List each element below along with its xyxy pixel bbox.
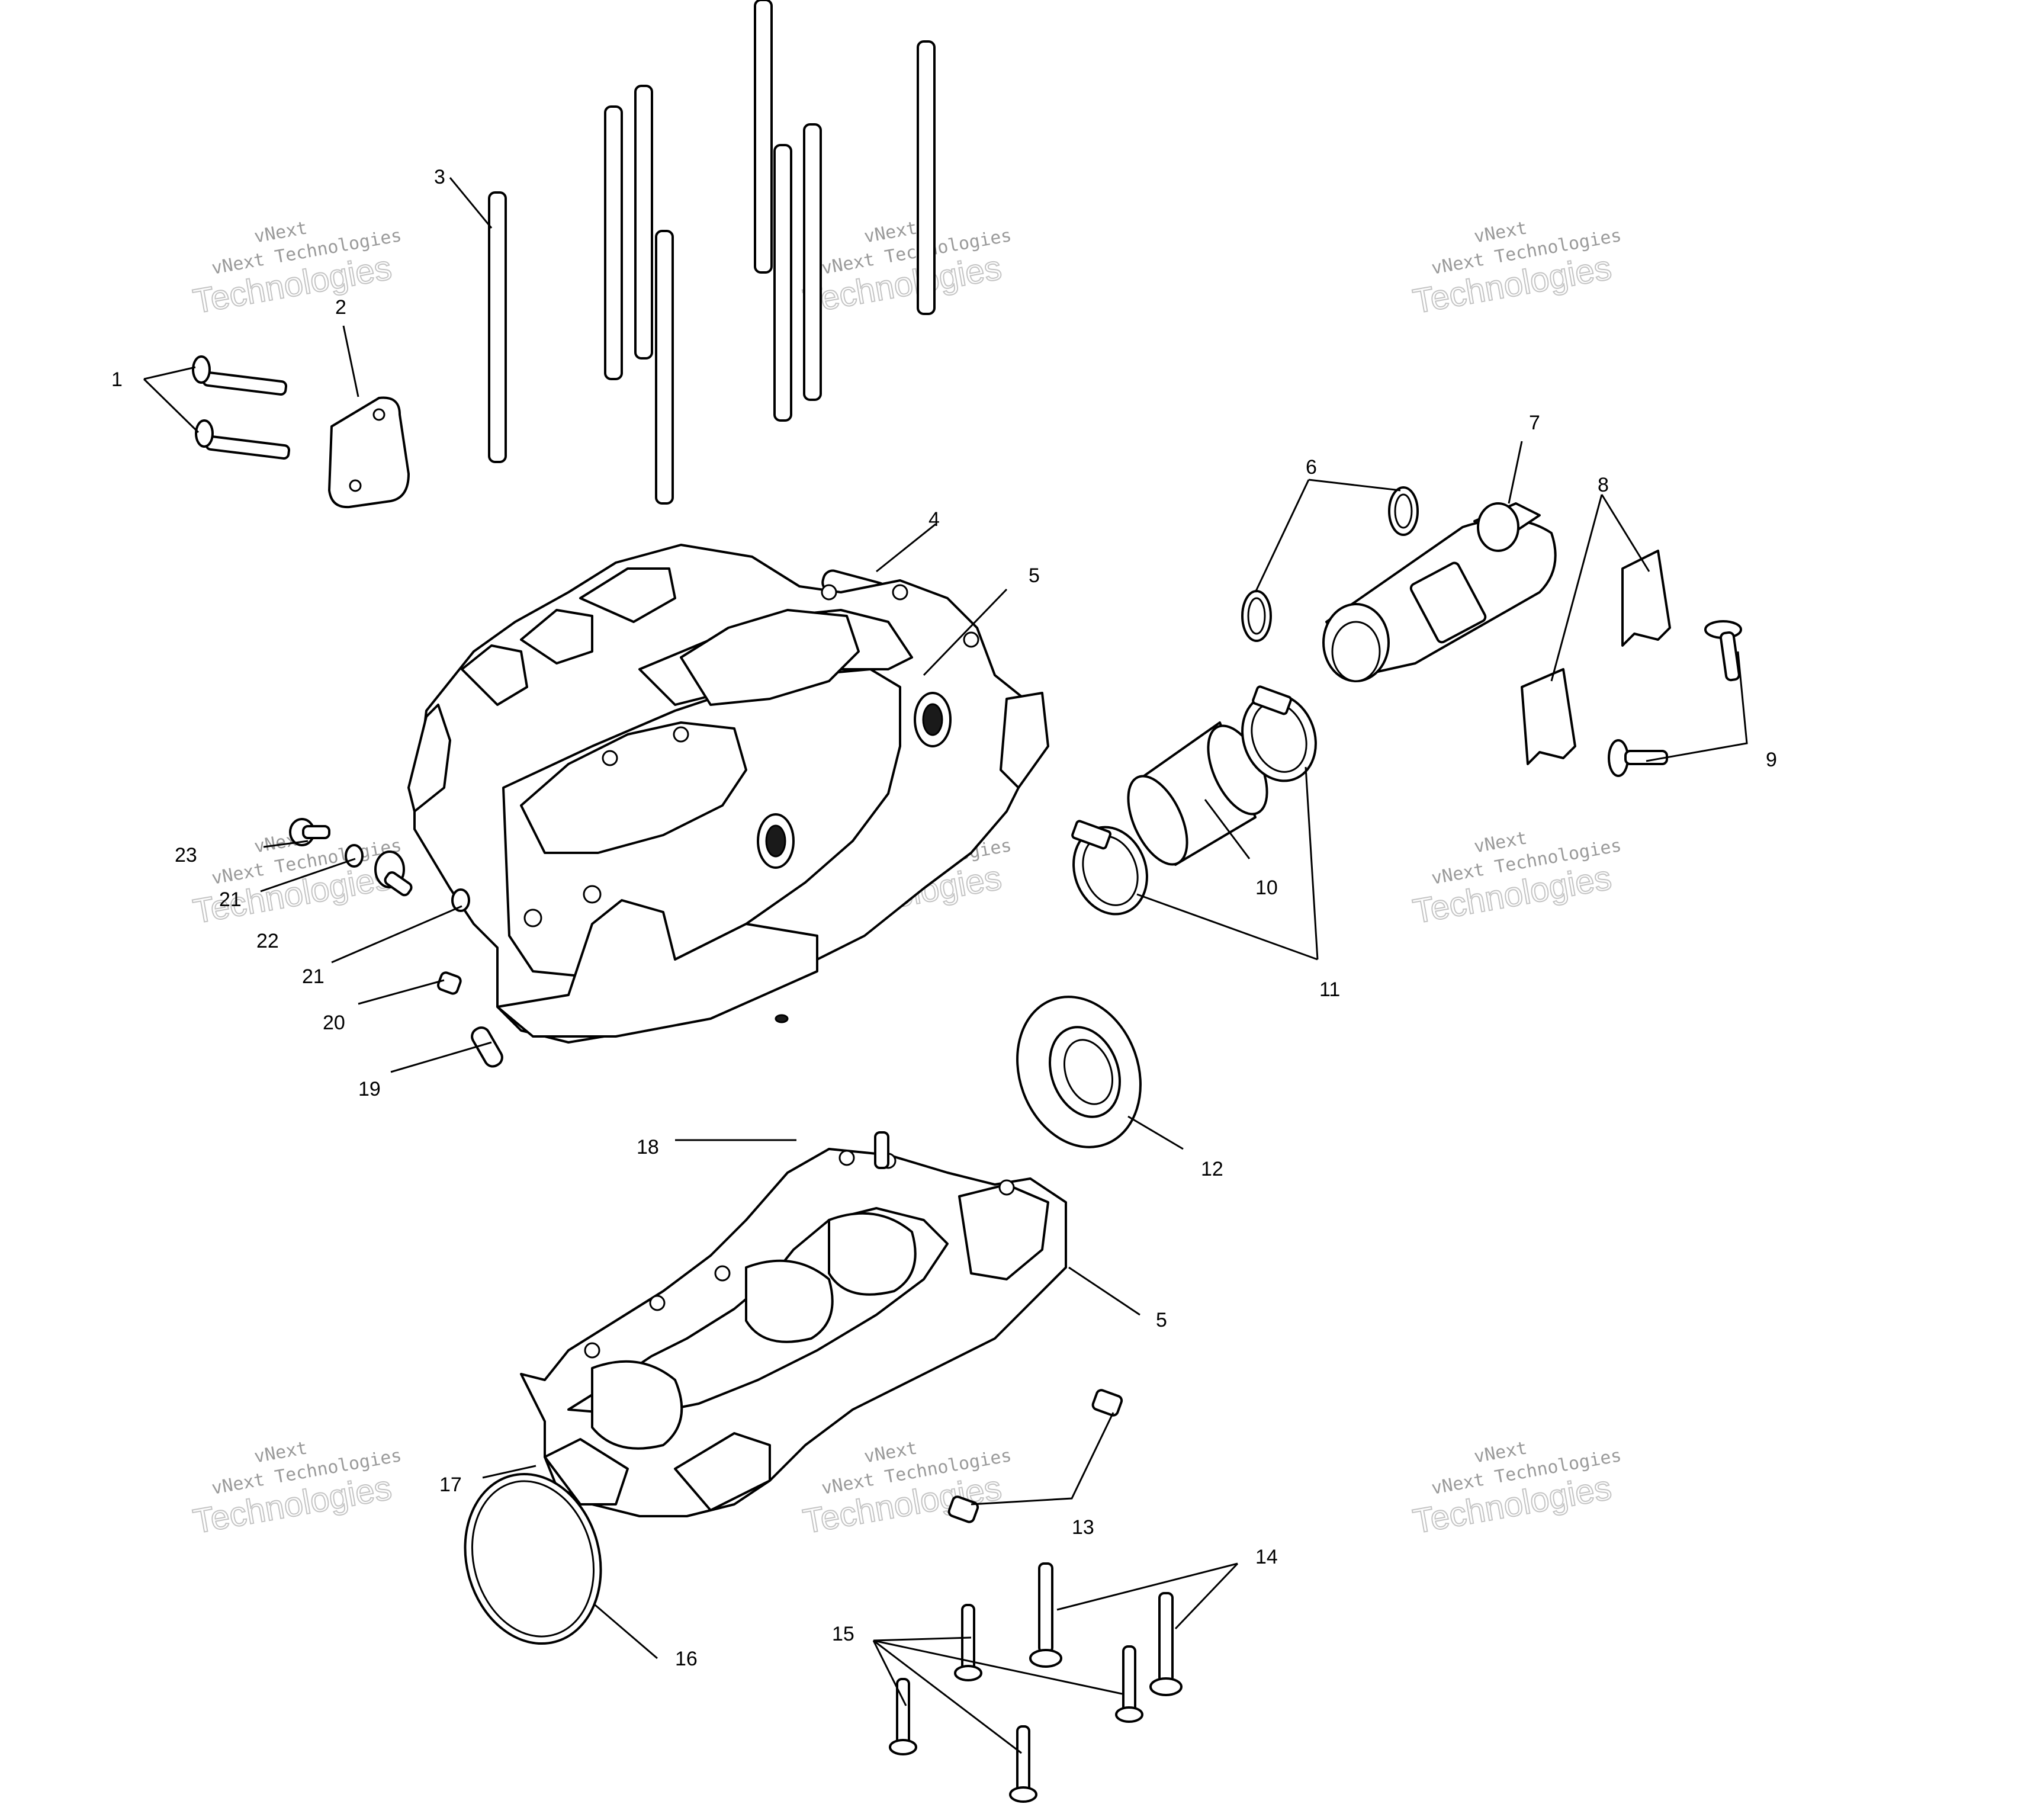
callout-3: 3 — [434, 166, 445, 188]
small-parts — [289, 818, 503, 1068]
callout-2: 2 — [335, 296, 346, 319]
callout-21-upper: 21 — [219, 888, 242, 911]
part-6-o-rings — [1241, 486, 1419, 642]
callout-21-lower: 21 — [302, 965, 324, 988]
leader-lines — [143, 177, 1748, 1754]
part-15-bolts — [889, 1604, 1143, 1803]
callout-4: 4 — [928, 508, 940, 531]
part-14-bolts — [1029, 1562, 1183, 1696]
callout-5-upper: 5 — [1029, 564, 1040, 587]
callout-13: 13 — [1072, 1516, 1094, 1539]
callout-20: 20 — [323, 1012, 345, 1034]
part-7-elbow-fitting — [1322, 502, 1557, 682]
callout-8: 8 — [1598, 474, 1609, 496]
callout-5-lower: 5 — [1156, 1309, 1167, 1331]
callout-14: 14 — [1255, 1546, 1278, 1568]
part-8-brackets — [1521, 550, 1671, 765]
part-5-upper-crankcase — [407, 544, 1049, 1044]
callout-10: 10 — [1255, 877, 1278, 899]
callout-11: 11 — [1319, 978, 1340, 1001]
callout-labels: 1 2 3 4 5 5 6 7 8 9 10 11 12 13 14 15 16… — [111, 166, 1777, 1670]
callout-6: 6 — [1306, 456, 1317, 479]
callout-18: 18 — [637, 1136, 659, 1158]
part-12-seal — [1016, 996, 1142, 1148]
callout-12: 12 — [1201, 1158, 1223, 1180]
callout-15: 15 — [832, 1623, 854, 1645]
part-11-clamps — [1071, 685, 1317, 916]
callout-16: 16 — [675, 1648, 698, 1670]
part-2-cover-plate — [328, 396, 410, 509]
part-3-studs — [488, 0, 936, 505]
part-5-lower-crankcase — [520, 1131, 1067, 1517]
callout-9: 9 — [1766, 749, 1777, 771]
callout-7: 7 — [1529, 412, 1540, 434]
callout-17: 17 — [439, 1474, 462, 1496]
callout-23: 23 — [175, 844, 197, 866]
part-9-screws — [1608, 620, 1742, 777]
callout-22: 22 — [256, 930, 279, 952]
callout-19: 19 — [358, 1078, 381, 1100]
callout-1: 1 — [111, 368, 123, 391]
part-1-bolts — [192, 355, 291, 460]
part-16-snap-ring — [464, 1472, 602, 1645]
part-13-plugs — [947, 1389, 1123, 1523]
